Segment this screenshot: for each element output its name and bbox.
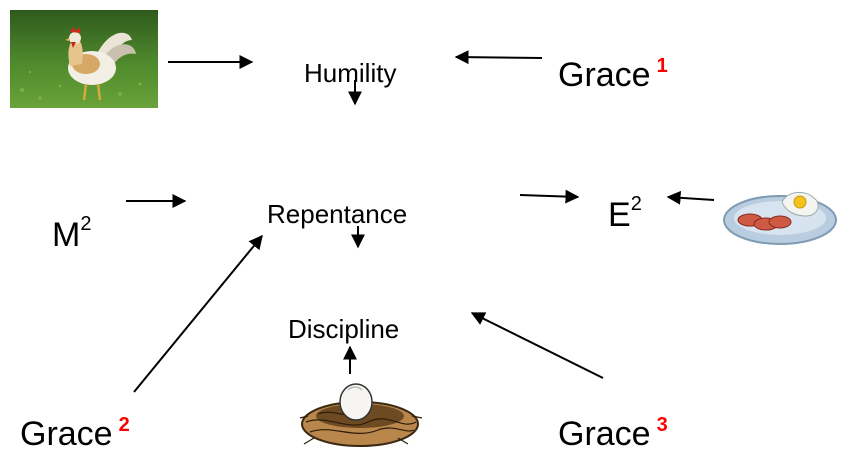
humility-label: Humility: [304, 58, 397, 88]
grace-2-superscript: 2: [118, 414, 130, 436]
repentance-label: Repentance: [267, 199, 408, 229]
arrow-repentance-to-e2: [519, 189, 580, 204]
grace-1-text: Grace: [558, 56, 651, 94]
e-squared-base: E: [608, 196, 631, 234]
m-squared-exponent: 2: [80, 213, 92, 235]
grace-1-superscript: 1: [656, 55, 668, 77]
e-squared-label: E2: [608, 194, 642, 234]
nest-with-egg-image: [298, 378, 424, 458]
m-squared-base: M: [52, 216, 81, 254]
m-squared-label: M2: [52, 214, 91, 254]
grace-3-text: Grace: [558, 415, 651, 453]
rooster-image: [10, 10, 158, 108]
eggs-sausage-plate-image: [722, 182, 838, 246]
e-squared-exponent: 2: [630, 193, 642, 215]
arrow-grace1-to-humility: [454, 50, 543, 65]
arrow-grace3-to-discipline: [470, 312, 604, 379]
discipline-label: Discipline: [288, 314, 400, 344]
arrow-plate-to-e2: [666, 190, 715, 205]
grace-2-text: Grace: [20, 415, 113, 453]
arrow-grace2-to-repentance: [133, 234, 263, 393]
grace-3-superscript: 3: [656, 414, 668, 436]
